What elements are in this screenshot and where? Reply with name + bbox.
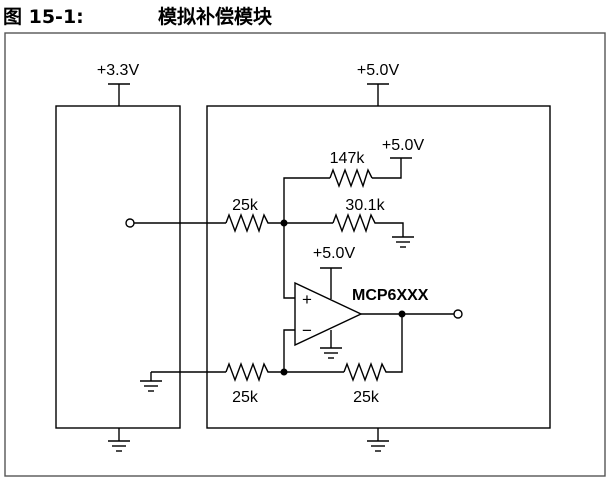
resistor-divider-label: 30.1k	[345, 197, 385, 214]
resistor-divider	[332, 213, 404, 237]
resistor-ground-input-label: 25k	[232, 389, 259, 406]
pullup-supply-label: +5.0V	[382, 137, 425, 154]
feedback-wire	[283, 177, 330, 223]
right-block-supply-terminal	[367, 83, 389, 106]
resistor-feedback-top-label: 147k	[330, 150, 366, 167]
resistor-input-label: 25k	[232, 197, 259, 214]
resistor-gain-label: 25k	[353, 389, 380, 406]
left-block-supply-terminal	[108, 83, 130, 106]
resistor-ground-input	[225, 362, 284, 383]
opamp-minus-sign: −	[302, 321, 312, 340]
right-block-supply-label: +5.0V	[357, 62, 400, 79]
plus-input-wire	[283, 223, 295, 299]
output-terminal	[453, 309, 463, 319]
pullup-wire	[372, 158, 402, 179]
resistor-feedback-top	[329, 168, 373, 189]
input-terminal	[125, 218, 135, 228]
left-block-supply-label: +3.3V	[97, 62, 140, 79]
figure-title: 模拟补偿模块	[158, 6, 273, 28]
left-block	[55, 105, 181, 429]
opamp-supply-label: +5.0V	[313, 245, 356, 262]
opamp-plus-sign: +	[302, 290, 312, 309]
input-ground-symbol	[140, 372, 162, 392]
left-block-ground-symbol	[108, 428, 130, 452]
opamp-ground-symbol	[320, 330, 342, 359]
right-block-ground-symbol	[367, 428, 389, 452]
opamp	[294, 281, 363, 347]
diagram-frame	[4, 32, 606, 477]
opamp-part-label: MCP6XXX	[352, 287, 429, 304]
minus-input-wire	[283, 329, 295, 372]
resistor-gain	[343, 314, 403, 383]
figure-label: 图 15-1:	[3, 6, 84, 28]
resistor-input	[225, 213, 284, 234]
divider-ground-symbol	[392, 236, 414, 248]
